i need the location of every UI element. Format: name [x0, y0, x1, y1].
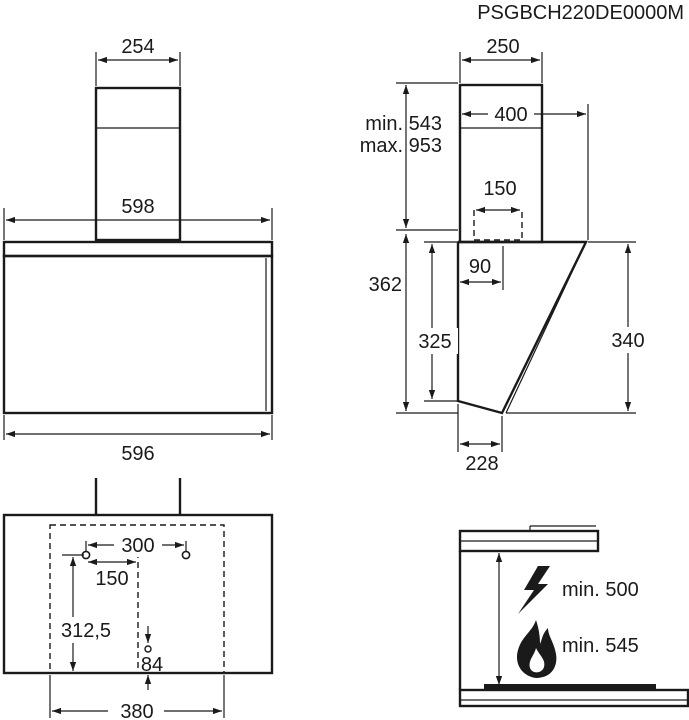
depth-400-label: 400 — [494, 104, 527, 126]
front-chimney — [94, 86, 182, 242]
hood-width-bottom-label: 596 — [121, 443, 154, 465]
chimney-width-label: 254 — [121, 36, 154, 58]
side-view: 250 400 min. 543 max. 953 150 90 362 — [350, 36, 654, 475]
height-312-label: 312,5 — [61, 620, 111, 642]
lightning-icon — [518, 566, 550, 614]
bottom-depth-label: 228 — [465, 453, 498, 475]
hood-width-top-label: 598 — [121, 196, 154, 218]
offset-84-label: 84 — [141, 654, 163, 676]
height-min-label: min. 543 — [365, 113, 442, 135]
electric-clearance-label: min. 500 — [562, 579, 639, 601]
outlet-150-label: 150 — [483, 178, 516, 200]
front-view: 254 598 596 — [2, 36, 274, 465]
front-hood-body — [2, 254, 274, 415]
outlet-dashed-outline — [473, 210, 523, 241]
mounting-view: 300 150 312,5 84 380 — [2, 478, 274, 720]
height-340-label: 340 — [611, 330, 644, 352]
mounting-hole-bottom — [144, 645, 152, 653]
height-325-label: 325 — [418, 331, 451, 353]
cooktop-surface — [484, 684, 656, 691]
clearance-view: min. 500 min. 545 — [458, 525, 689, 708]
height-max-label: max. 953 — [360, 135, 442, 157]
template-width-label: 380 — [120, 701, 153, 720]
offset-150-label: 150 — [95, 568, 128, 590]
chimney-depth-label: 250 — [486, 36, 519, 58]
height-362-label: 362 — [369, 274, 402, 296]
flame-icon — [516, 620, 557, 678]
cooktop — [458, 688, 689, 708]
outlet-90-label: 90 — [469, 256, 491, 278]
model-number: PSGBCH220DE0000M — [477, 2, 684, 24]
mounting-template-dashed — [49, 524, 225, 674]
gas-clearance-label: min. 545 — [562, 635, 639, 657]
front-hood-top-bar — [2, 240, 274, 258]
mounting-hole-right — [181, 550, 191, 560]
holes-spacing-label: 300 — [121, 535, 154, 557]
